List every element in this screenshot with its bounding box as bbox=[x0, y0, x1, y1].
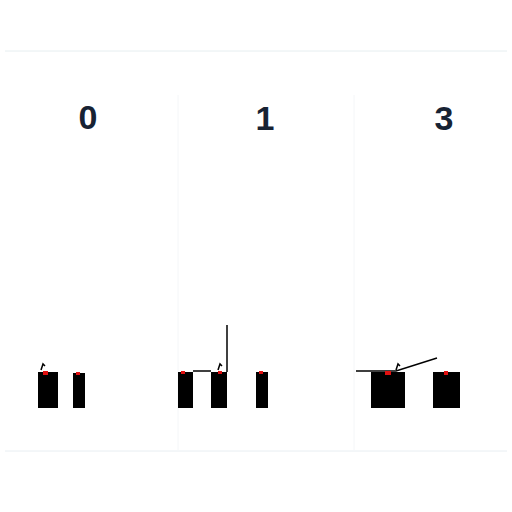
red-marker bbox=[385, 371, 391, 375]
frame-number: 3 bbox=[435, 101, 454, 135]
red-marker bbox=[259, 371, 263, 374]
frame-number: 0 bbox=[79, 100, 98, 134]
plank bbox=[356, 358, 437, 371]
top-rule bbox=[5, 51, 507, 52]
small-figure bbox=[41, 364, 45, 370]
plank bbox=[193, 370, 211, 372]
block bbox=[73, 373, 85, 408]
block bbox=[371, 372, 405, 408]
small-figure bbox=[396, 364, 400, 370]
block bbox=[433, 372, 460, 408]
frame-number: 1 bbox=[256, 101, 275, 135]
block bbox=[38, 372, 58, 408]
red-marker bbox=[444, 371, 448, 375]
bottom-rule bbox=[5, 451, 507, 452]
block bbox=[178, 372, 193, 408]
block bbox=[256, 372, 268, 408]
small-figure bbox=[218, 364, 222, 370]
red-marker bbox=[43, 371, 48, 375]
pole bbox=[226, 325, 228, 372]
red-marker bbox=[181, 371, 185, 374]
red-marker bbox=[76, 372, 80, 375]
panel-divider bbox=[354, 95, 355, 450]
block bbox=[211, 372, 227, 408]
red-marker bbox=[218, 371, 222, 374]
